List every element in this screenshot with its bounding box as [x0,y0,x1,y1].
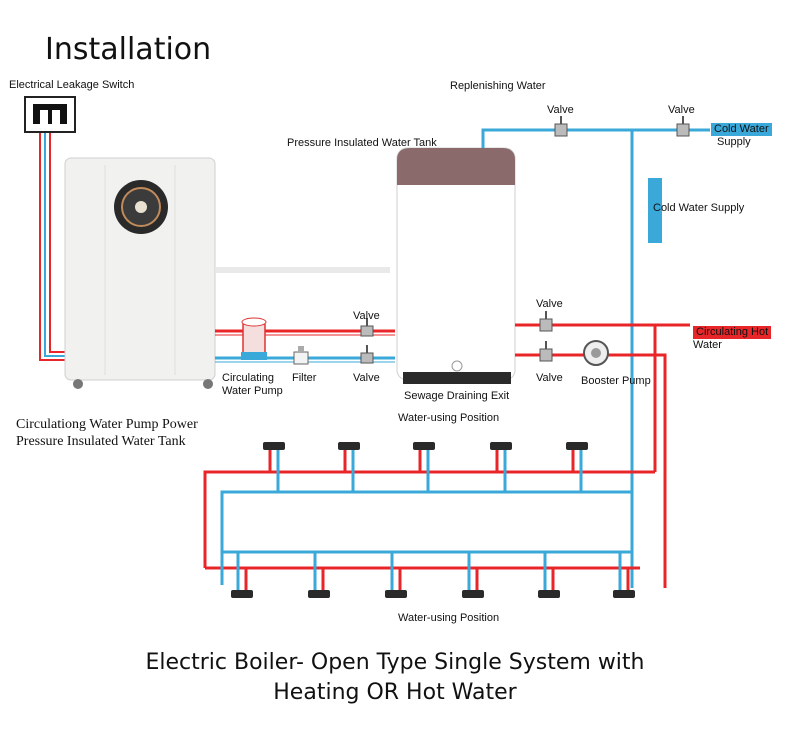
cold-water-supply-label: Cold Water Supply [653,202,745,214]
tank-title-label: Pressure Insulated Water Tank [287,137,437,149]
bottom-taps [236,552,630,592]
power-note-line1: Circulationg Water Pump Power [16,417,198,432]
top-taps [268,448,583,492]
booster-pump-icon [583,340,609,366]
caption-line1: Electric Boiler- Open Type Single System… [145,650,645,675]
valve-icon [360,318,374,364]
power-wires [39,130,65,361]
water-using-position-top: Water-using Position [398,412,500,424]
cold-supply-piping [481,128,710,588]
circulating-hot-line2: Water [693,339,722,351]
filter-label: Filter [292,372,317,384]
water-tank-icon [396,147,516,384]
circulating-pump-label-line2: Water Pump [222,385,283,397]
tap-heads-bottom [231,590,635,598]
sewage-draining-label: Sewage Draining Exit [404,390,510,402]
valve-label: Valve [536,298,563,310]
valve-label: Valve [668,104,695,116]
circulating-hot-water-tag: Circulating Hot Water [693,326,772,352]
valve-icon [539,311,553,362]
tap-heads-top [263,442,588,450]
valve-label: Valve [353,310,380,322]
filter-icon [293,346,309,365]
cold-water-supply-tag-line1: Cold Water [711,123,772,136]
electric-boiler-icon [64,157,216,389]
power-note-line2: Pressure Insulated Water Tank [16,434,186,449]
circulating-pump-label-line1: Circulating [222,372,274,384]
leakage-switch-icon [24,96,76,133]
caption-line2: Heating OR Hot Water [273,680,517,705]
power-note: Circulationg Water Pump Power Pressure I… [16,416,198,450]
valve-label: Valve [353,372,380,384]
replenishing-water-label: Replenishing Water [450,80,546,92]
valve-icon [554,116,690,137]
valve-label: Valve [536,372,563,384]
leakage-switch-label: Electrical Leakage Switch [9,79,135,91]
circulating-hot-line1: Circulating Hot [693,326,772,339]
cold-water-supply-tag-line2: Supply [717,136,751,148]
page-title: Installation [45,32,212,67]
distribution-piping [203,470,667,588]
circulating-pump-label: Circulating Water Pump [222,372,283,398]
booster-pump-label: Booster Pump [581,375,651,387]
circulating-pump-icon [241,317,267,360]
cold-water-supply-tag: Cold Water Supply [711,123,772,149]
water-using-position-bottom: Water-using Position [398,612,500,624]
cold-supply-bar [648,178,662,243]
valve-label: Valve [547,104,574,116]
